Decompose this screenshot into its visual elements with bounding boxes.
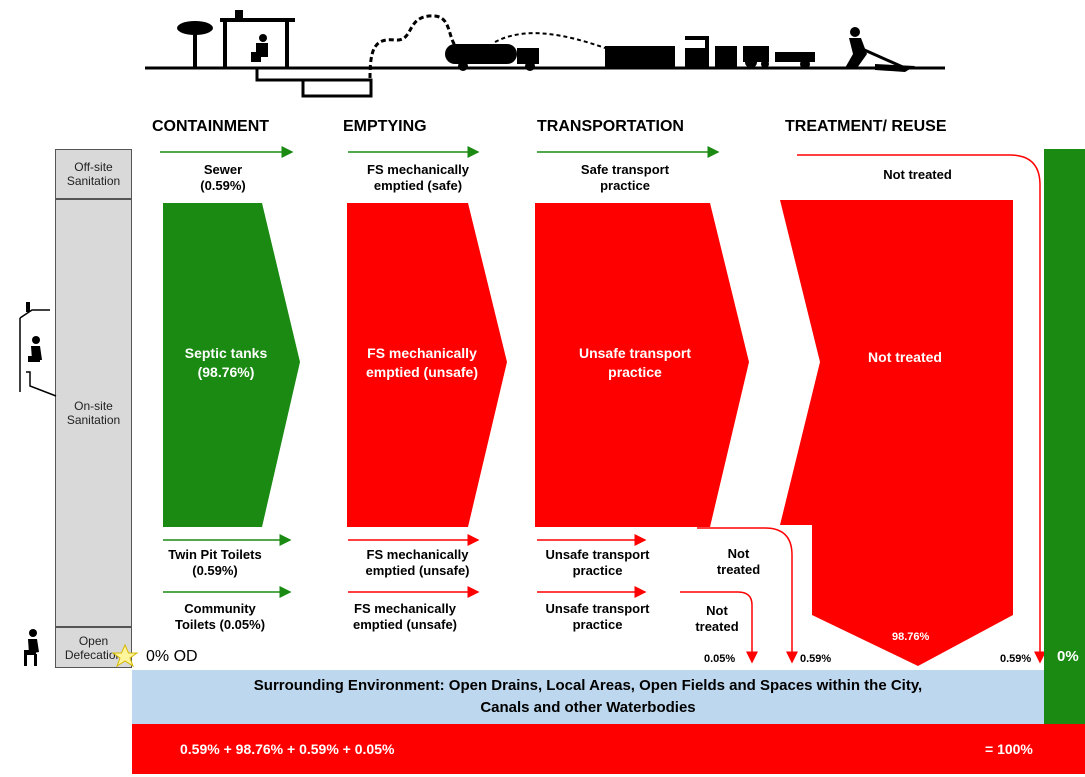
header-treatment: TREATMENT/ REUSE — [785, 118, 947, 135]
fs-unsafe-shape — [347, 203, 507, 527]
sewer-not-treated-arrow — [797, 154, 1046, 664]
not-treated-shape — [780, 200, 1013, 666]
twin-pit-not-treated-label: Not treated — [716, 546, 761, 577]
community-label: Community Toilets (0.05%) — [174, 601, 266, 632]
sewer-text: Sewer — [203, 162, 243, 177]
sanitation-chain-illustration — [145, 10, 945, 98]
open-defecation-person-icon — [24, 629, 39, 666]
septic-tanks-label: Septic tanks (98.76%) — [166, 344, 286, 382]
not-treated-main-label: Not treated — [868, 349, 942, 365]
star-icon — [111, 643, 139, 668]
safely-managed-pct: 0% — [1057, 648, 1079, 665]
community-pct-end: 0.05% — [704, 653, 736, 665]
twin-pit-pct-end: 0.59% — [800, 653, 832, 665]
sewer-pct-end: 0.59% — [1000, 653, 1032, 665]
total-formula: 0.59% + 98.76% + 0.59% + 0.05% — [180, 741, 395, 757]
open-defecation-label: 0% OD — [146, 648, 198, 665]
treatment-plant-icon — [605, 36, 737, 68]
sewer-pct: (0.59%) — [200, 178, 246, 193]
environment-line2: Canals and other Waterbodies — [480, 699, 696, 716]
safe-transport-label: Safe transport practice — [580, 162, 670, 193]
unsafe-transport-shape — [535, 203, 749, 527]
header-transportation: TRANSPORTATION — [537, 118, 684, 135]
septic-text: Septic tanks — [184, 345, 268, 361]
community-transport-label: Unsafe transport practice — [545, 601, 650, 632]
safely-managed-bar — [1044, 149, 1085, 724]
septic-tanks-shape — [163, 203, 300, 527]
farmer-icon — [845, 27, 915, 72]
not-treated-main-pct: 98.76% — [892, 631, 930, 643]
community-not-treated-arrow — [680, 591, 758, 664]
sewer-not-treated-label: Not treated — [883, 167, 952, 182]
twin-pit-pct: (0.59%) — [192, 563, 238, 578]
twin-pit-transport-label: Unsafe transport practice — [545, 547, 650, 578]
toilet-user-icon — [19, 302, 57, 397]
twin-pit-text: Twin Pit Toilets — [168, 547, 262, 562]
fs-safe-label: FS mechanically emptied (safe) — [367, 162, 469, 193]
sidebar-onsite: On-site Sanitation — [55, 199, 132, 627]
septic-tank-icon — [301, 78, 373, 98]
twin-pit-emptying-label: FS mechanically emptied (unsafe) — [365, 547, 470, 578]
tractor-icon — [743, 46, 815, 69]
fs-unsafe-label: FS mechanically emptied (unsafe) — [365, 345, 478, 380]
sewer-label: Sewer (0.59%) — [168, 162, 278, 194]
total-bar — [132, 724, 1085, 774]
total-result: = 100% — [985, 741, 1033, 757]
unsafe-transport-label: Unsafe transport practice — [578, 345, 692, 380]
toilet-house-icon — [220, 10, 305, 82]
surrounding-environment-band: Surrounding Environment: Open Drains, Lo… — [132, 670, 1044, 724]
community-emptying-label: FS mechanically emptied (unsafe) — [352, 601, 457, 632]
header-containment: CONTAINMENT — [152, 118, 270, 135]
twin-pit-label: Twin Pit Toilets (0.59%) — [150, 547, 280, 579]
tree-icon — [177, 21, 213, 68]
header-emptying: EMPTYING — [343, 118, 427, 135]
environment-line1: Surrounding Environment: Open Drains, Lo… — [253, 677, 923, 694]
vacuum-truck-icon — [445, 44, 539, 71]
sidebar-offsite: Off-site Sanitation — [55, 149, 132, 199]
septic-pct: (98.76%) — [197, 364, 255, 380]
twin-pit-not-treated-arrow — [697, 527, 798, 664]
community-not-treated-label: Not treated — [695, 603, 739, 634]
